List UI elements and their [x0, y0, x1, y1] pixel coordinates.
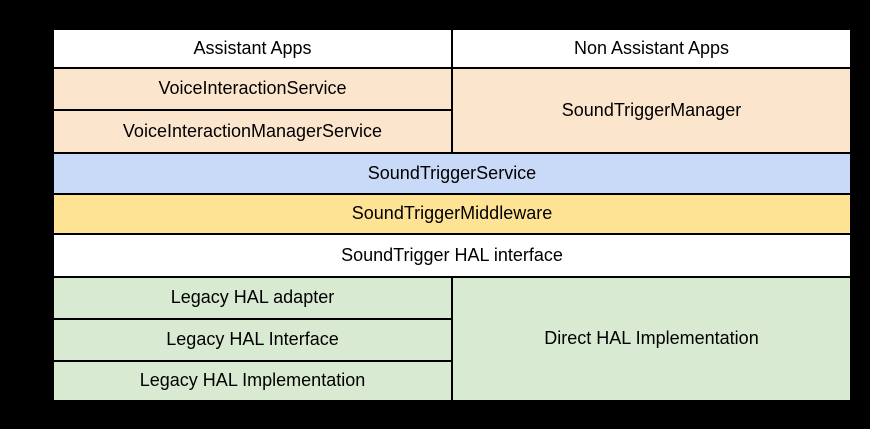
- cell-sound-trigger-hal-interface: SoundTrigger HAL interface: [54, 235, 850, 276]
- cell-direct-hal-implementation: Direct HAL Implementation: [453, 278, 850, 400]
- cell-voice-interaction-manager-service: VoiceInteractionManagerService: [54, 111, 451, 152]
- cell-legacy-hal-interface: Legacy HAL Interface: [54, 320, 451, 360]
- sound-trigger-stack-diagram: Assistant Apps Non Assistant Apps VoiceI…: [52, 28, 852, 402]
- cell-sound-trigger-service: SoundTriggerService: [54, 154, 850, 193]
- cell-legacy-hal-adapter: Legacy HAL adapter: [54, 278, 451, 318]
- cell-voice-interaction-service: VoiceInteractionService: [54, 69, 451, 109]
- cell-legacy-hal-implementation: Legacy HAL Implementation: [54, 362, 451, 400]
- cell-non-assistant-apps: Non Assistant Apps: [453, 30, 850, 67]
- cell-sound-trigger-middleware: SoundTriggerMiddleware: [54, 195, 850, 233]
- cell-assistant-apps: Assistant Apps: [54, 30, 451, 67]
- cell-sound-trigger-manager: SoundTriggerManager: [453, 69, 850, 152]
